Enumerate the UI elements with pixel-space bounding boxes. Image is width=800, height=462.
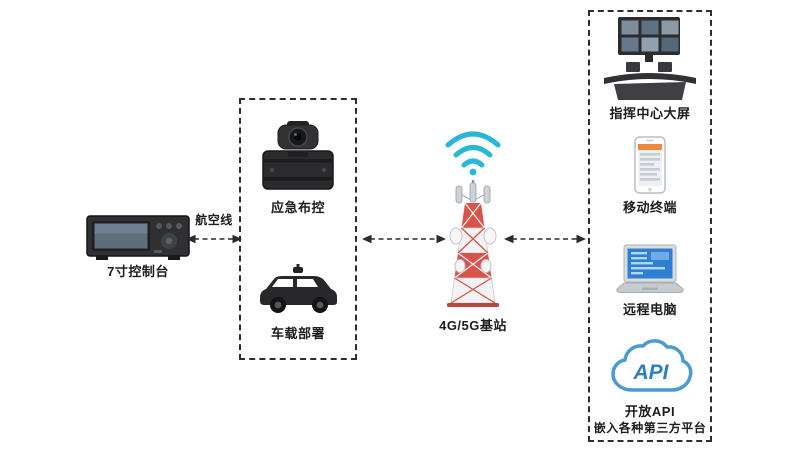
base-station-tower-icon	[443, 180, 503, 312]
control-console-icon	[86, 212, 190, 262]
remote-pc-icon	[612, 244, 688, 298]
vehicle-label: 车载部署	[270, 326, 325, 341]
wifi-icon	[444, 126, 502, 176]
vehicle-icon	[252, 264, 344, 318]
mobile-terminal-label: 移动终端	[622, 200, 677, 215]
api-text: API	[632, 361, 669, 384]
open-api-label: 开放API	[624, 404, 676, 419]
field-group-box	[239, 98, 357, 360]
api-cloud-icon: API	[606, 338, 696, 402]
remote-pc-label: 远程电脑	[622, 302, 677, 317]
mobile-terminal-icon	[634, 136, 666, 194]
command-center-icon	[602, 16, 698, 102]
emergency-camera-label: 应急布控	[270, 200, 325, 215]
base-station-label: 4G/5G基站	[439, 318, 507, 333]
open-api-sublabel: 嵌入各种第三方平台	[593, 421, 707, 435]
command-center-label: 指挥中心大屏	[609, 106, 691, 121]
arrow-console-field	[186, 233, 242, 245]
arrow-station-platform	[504, 233, 586, 245]
aviation-link-label: 航空线	[195, 213, 233, 227]
arrow-field-station	[362, 233, 446, 245]
control-console-label: 7寸控制台	[107, 264, 169, 279]
platform-group-box	[588, 10, 712, 442]
emergency-camera-icon	[257, 120, 339, 196]
